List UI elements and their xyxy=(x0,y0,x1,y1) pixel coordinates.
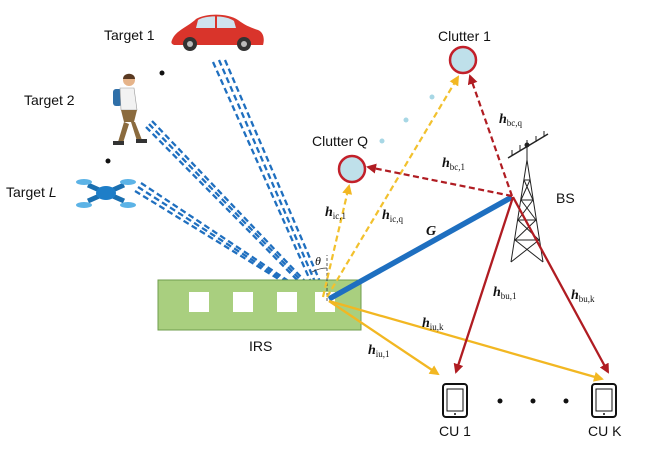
irs-clutter-1-link xyxy=(326,75,460,298)
ellipsis-dot xyxy=(105,158,111,164)
irs-element xyxy=(233,292,253,312)
ellipsis-dot xyxy=(429,94,435,100)
channel-h-ic-q-label: hic,q xyxy=(382,208,404,224)
ellipsis-dot xyxy=(379,138,385,144)
irs-clutter-Q-link xyxy=(321,184,353,298)
irs-element xyxy=(277,292,297,312)
target-sensing-links xyxy=(134,59,329,303)
target-1-label: Target 1 xyxy=(104,27,155,43)
cu-1-tablet-icon xyxy=(442,383,468,418)
clutter-Q-label: Clutter Q xyxy=(312,133,368,149)
clutter-1-label: Clutter 1 xyxy=(438,28,491,44)
bs-cu-1-link xyxy=(453,196,515,374)
bs-clutter-1-link xyxy=(467,74,514,197)
channel-h-ic-1-label: hic,1 xyxy=(325,205,346,221)
channel-h-bu-k-label: hbu,k xyxy=(571,288,595,304)
irs-label: IRS xyxy=(249,338,272,354)
ellipsis-dot xyxy=(563,398,569,404)
bs-irs-channel-G xyxy=(327,194,514,302)
bs-label: BS xyxy=(556,190,575,206)
cu-K-tablet-icon xyxy=(591,383,617,418)
channel-h-bu-1-label: hbu,1 xyxy=(493,285,517,301)
clutter-1-marker xyxy=(448,45,478,75)
irs-element xyxy=(189,292,209,312)
car-icon xyxy=(171,14,264,51)
cu-K-label: CU K xyxy=(588,423,622,439)
ellipsis-dot xyxy=(159,70,165,76)
theta-label: θ xyxy=(315,254,321,268)
ellipsis-dot xyxy=(403,117,409,123)
drone-icon xyxy=(76,179,136,208)
channel-G-label: G xyxy=(426,224,436,239)
target-L-label: Target L xyxy=(6,184,57,200)
clutter-Q-marker xyxy=(337,154,367,184)
channel-h-bc-1-label: hbc,1 xyxy=(442,156,465,172)
channel-h-iu-1-label: hiu,1 xyxy=(368,343,390,359)
cu-1-label: CU 1 xyxy=(439,423,471,439)
base-station-tower-icon xyxy=(507,131,549,263)
channel-h-bc-q-label: hbc,q xyxy=(499,112,523,128)
ellipsis-dot xyxy=(497,398,503,404)
channel-h-iu-k-label: hiu,k xyxy=(422,316,444,332)
theta-arc xyxy=(311,267,328,273)
target-2-label: Target 2 xyxy=(24,92,75,108)
bs-clutter-Q-link xyxy=(366,163,513,198)
bs-cu-K-link xyxy=(511,196,610,374)
ellipsis-dot xyxy=(530,398,536,404)
pedestrian-icon xyxy=(113,73,147,145)
irs-cu-1-link xyxy=(328,300,440,376)
